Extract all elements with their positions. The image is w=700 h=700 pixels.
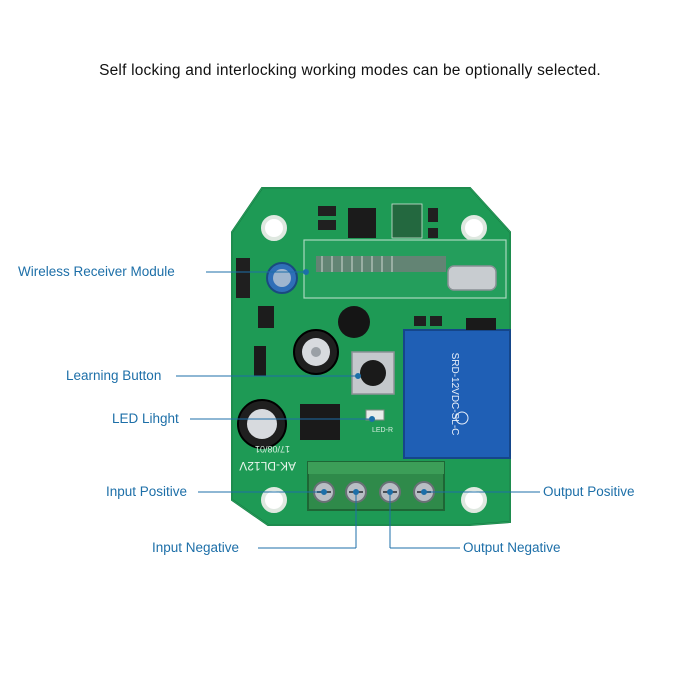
label-led-light: LED Lihght <box>112 411 179 426</box>
led-mark: LED-R <box>372 427 393 434</box>
label-wireless-receiver-module: Wireless Receiver Module <box>18 264 175 279</box>
label-input-negative: Input Negative <box>152 540 239 555</box>
crystal <box>448 266 496 290</box>
label-output-positive: Output Positive <box>543 484 635 499</box>
label-output-negative: Output Negative <box>463 540 561 555</box>
label-learning-button: Learning Button <box>66 368 161 383</box>
label-input-positive: Input Positive <box>106 484 187 499</box>
date-mark: 17/08/01 <box>255 444 290 454</box>
model-mark: AK-DL12V <box>239 459 296 473</box>
